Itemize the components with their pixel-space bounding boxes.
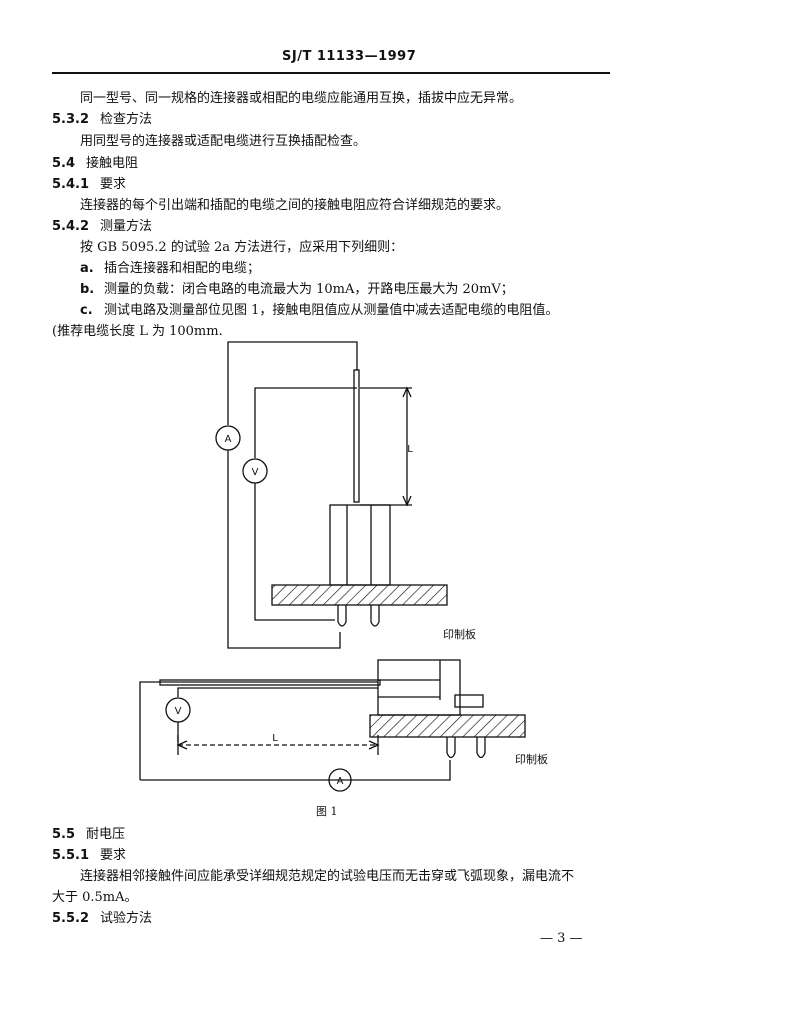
lower-ammeter-label: A <box>337 776 344 787</box>
section-5-5-1-number: 5.5.1 <box>52 848 90 863</box>
paragraph-recommended-length: (推荐电缆长度 L 为 100mm. <box>52 324 223 339</box>
section-5-4-number: 5.4 <box>52 156 76 171</box>
pin-right <box>370 605 380 627</box>
item-c-text: 测试电路及测量部位见图 1，接触电阻值应从测量值中减去适配电缆的电阻值。 <box>104 303 559 318</box>
lower-length-label: L <box>272 733 278 744</box>
lower-voltmeter-icon <box>165 697 191 723</box>
section-5-5-2-title: 试验方法 <box>100 911 153 926</box>
figure-caption: 图 1 <box>316 805 338 818</box>
lower-pin-right <box>476 737 486 759</box>
section-5-5-title: 耐电压 <box>86 827 126 842</box>
lower-pin-left <box>446 737 456 759</box>
lower-ammeter-lead-right <box>330 760 451 781</box>
item-b-text: 测量的负载：闭合电路的电流最大为 10mA，开路电压最大为 20mV； <box>104 282 514 297</box>
paragraph-interchangeability: 同一型号、同一规格的连接器或相配的电缆应能通用互换，插拔中应无异常。 <box>80 91 523 106</box>
ammeter-label: A <box>225 434 232 445</box>
voltmeter-lead-bottom <box>254 483 335 621</box>
lower-connector-body <box>377 659 461 716</box>
voltmeter-lead-top <box>254 387 357 458</box>
voltmeter-icon <box>242 458 268 484</box>
ammeter-lead-bottom <box>227 450 341 649</box>
lower-voltmeter-label: V <box>175 706 182 717</box>
paragraph-test-method: 按 GB 5095.2 的试验 2a 方法进行，应采用下列细则： <box>80 240 404 255</box>
header-rule <box>52 72 610 74</box>
cable-conductor <box>353 369 360 503</box>
paragraph-leakage-current: 大于 0.5mA。 <box>52 890 138 905</box>
section-5-3-2-title: 检查方法 <box>100 112 153 127</box>
pin-left <box>337 605 347 627</box>
item-a-text: 插合连接器和相配的电缆； <box>104 261 261 276</box>
item-c-marker: c. <box>80 303 93 318</box>
pcb-label-upper: 印制板 <box>443 627 476 641</box>
pcb-lower <box>369 714 526 738</box>
document-number: SJ/T 11133—1997 <box>282 49 417 64</box>
ammeter-lead-top <box>227 341 358 425</box>
section-5-4-title: 接触电阻 <box>86 156 139 171</box>
pcb-upper <box>271 584 448 606</box>
paragraph-withstand-voltage-requirement: 连接器相邻接触件间应能承受详细规范规定的试验电压而无击穿或飞弧现象，漏电流不 <box>80 869 575 884</box>
item-a-marker: a. <box>80 261 94 276</box>
page-number: — 3 — <box>540 931 583 946</box>
pcb-label-lower: 印制板 <box>515 752 548 766</box>
section-5-4-1-title: 要求 <box>100 177 127 192</box>
ammeter-icon <box>215 425 241 451</box>
length-label: L <box>407 444 413 455</box>
paragraph-contact-resistance-requirement: 连接器的每个引出端和插配的电缆之间的接触电阻应符合详细规范的要求。 <box>80 198 510 213</box>
lower-ammeter-lead-left <box>139 681 378 780</box>
section-5-4-1-number: 5.4.1 <box>52 177 90 192</box>
section-5-4-2-title: 测量方法 <box>100 219 153 234</box>
lower-voltmeter-lead-top <box>177 687 378 697</box>
item-b-marker: b. <box>80 282 95 297</box>
section-5-5-number: 5.5 <box>52 827 76 842</box>
section-5-3-2-number: 5.3.2 <box>52 112 90 127</box>
connector-body <box>329 504 391 586</box>
section-5-5-2-number: 5.5.2 <box>52 911 90 926</box>
lower-cable-conductor <box>159 679 381 686</box>
voltmeter-label: V <box>252 467 259 478</box>
section-5-5-1-title: 要求 <box>100 848 127 863</box>
paragraph-inspection-method: 用同型号的连接器或适配电缆进行互换插配检查。 <box>80 134 367 149</box>
lower-ammeter-icon <box>328 768 352 792</box>
section-5-4-2-number: 5.4.2 <box>52 219 90 234</box>
